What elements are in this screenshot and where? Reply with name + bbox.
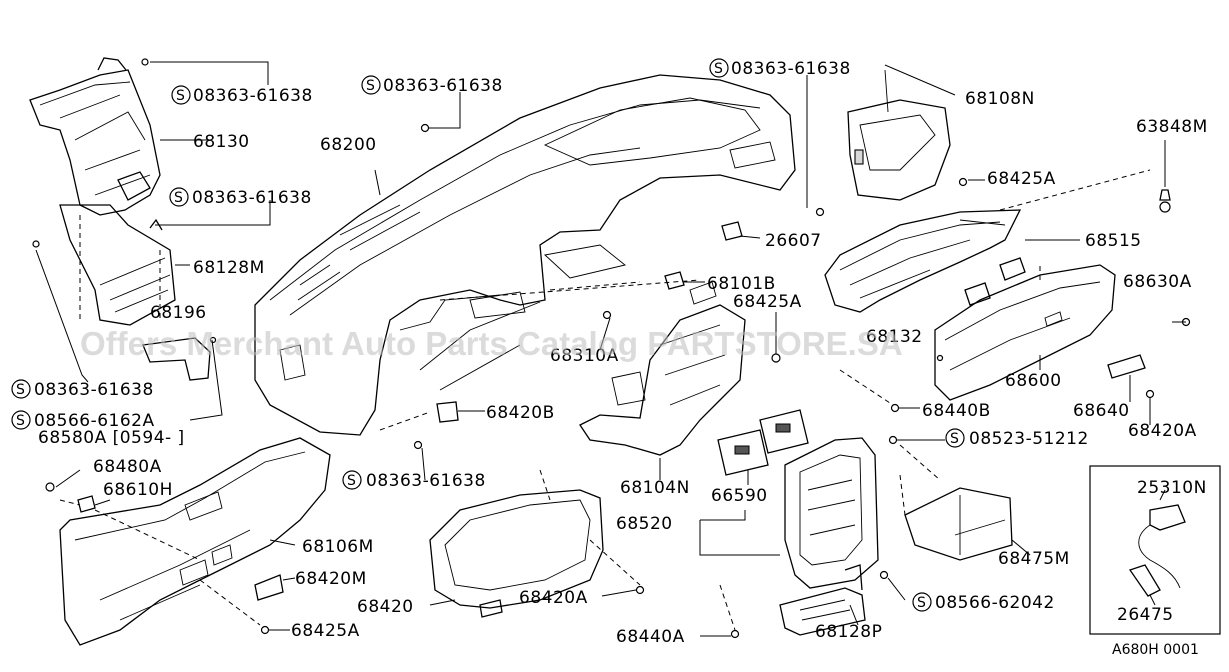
part-label: 68196 [150, 303, 207, 323]
clip-68101B-drawing [664, 271, 685, 290]
lamp-26607-drawing [721, 221, 743, 241]
lower-panel-68106M-drawing [59, 437, 331, 646]
s-mark-icon: S [709, 58, 729, 78]
part-label: 68630A [1123, 272, 1192, 292]
pocket-68475M-drawing [904, 487, 1013, 561]
svg-text:S: S [16, 382, 25, 398]
s-mark-icon: S [945, 428, 965, 448]
s-mark-icon: S [912, 592, 932, 612]
side-panel-68108N-drawing [847, 69, 951, 201]
s-mark-icon: S [361, 75, 381, 95]
part-label: 68420 [357, 597, 414, 617]
bracket-68640-drawing [1107, 354, 1146, 379]
leader-lines [35, 61, 1186, 637]
clip-63848M-drawing [1159, 189, 1171, 213]
part-label: 68425A [987, 169, 1056, 189]
part-label: 68420A [519, 588, 588, 608]
part-label: 25310N [1137, 478, 1207, 498]
lower-bezel-68128P-drawing [779, 564, 866, 636]
instrument-panel-68200-drawing [254, 74, 796, 436]
bracket-68130-drawing [29, 57, 161, 216]
fasteners-left-drawing [45, 482, 96, 513]
figure-code: A680H 0001 [1112, 642, 1199, 658]
part-label: 68101B [707, 274, 776, 294]
part-label: 68515 [1085, 231, 1142, 251]
console-bracket-68104N-drawing [579, 281, 746, 456]
frame-68132-drawing [824, 209, 1022, 313]
part-label: 68128M [193, 258, 265, 278]
part-label: 08363-61638 [366, 471, 486, 491]
glove-box-68600-drawing [934, 264, 1116, 401]
part-label: 68128P [815, 622, 882, 642]
s-mark-icon: S [11, 379, 31, 399]
part-label: 68425A [291, 621, 360, 641]
inset-box-drawing [1089, 465, 1221, 635]
s-mark-icon: S [11, 410, 31, 430]
part-label: 26607 [765, 231, 822, 251]
part-label: 68200 [320, 135, 377, 155]
part-label: 68420A [1128, 421, 1197, 441]
svg-text:S: S [176, 88, 185, 104]
part-label: 68440B [922, 401, 991, 421]
part-label: 68104N [620, 478, 690, 498]
part-label: 68440A [616, 627, 685, 647]
s-mark-icon: S [342, 470, 362, 490]
part-label: 68520 [616, 514, 673, 534]
svg-text:S: S [174, 190, 183, 206]
part-labels: 08363-61638 08363-61638 08363-61638 0836… [34, 59, 1208, 658]
part-label: 08363-61638 [193, 86, 313, 106]
svg-text:S: S [366, 78, 375, 94]
svg-text:S: S [950, 431, 959, 447]
part-label: 68420B [486, 403, 555, 423]
s-mark-icon: S [169, 187, 189, 207]
switches-66590-drawing [717, 409, 809, 476]
part-label: 68420M [295, 569, 367, 589]
svg-text:S: S [16, 413, 25, 429]
part-label: 08566-6162A [34, 411, 155, 431]
svg-text:S: S [714, 61, 723, 77]
part-label: 68108N [965, 89, 1035, 109]
part-label: 68610H [103, 480, 173, 500]
watermark: Offers Merchant Auto Parts Catalog PARTS… [80, 325, 903, 362]
s-marks: S S S S S S S S S [11, 58, 965, 612]
part-label: 08523-51212 [969, 429, 1089, 449]
part-label: 08363-61638 [192, 188, 312, 208]
svg-text:S: S [347, 473, 356, 489]
bracket-68128M-drawing [32, 204, 176, 326]
part-label: 08566-62042 [935, 593, 1055, 613]
part-label: 08363-61638 [34, 380, 154, 400]
part-label: 66590 [711, 486, 768, 506]
cluster-lid-68420-drawing [429, 489, 604, 618]
part-label: 68640 [1073, 401, 1130, 421]
part-label: 68600 [1005, 371, 1062, 391]
part-label: 68106M [302, 537, 374, 557]
part-label: 68475M [998, 549, 1070, 569]
part-label: 63848M [1136, 117, 1208, 137]
part-label: 68480A [93, 457, 162, 477]
part-label: 68310A [550, 346, 619, 366]
s-mark-icon: S [171, 85, 191, 105]
part-label: 26475 [1117, 605, 1174, 625]
part-label: 68580A [0594- ] [38, 428, 185, 448]
part-label: 68132 [866, 327, 923, 347]
dashed-guides [59, 169, 1151, 631]
part-label: 68130 [193, 132, 250, 152]
parts-68515-drawing [964, 257, 1026, 306]
svg-text:S: S [917, 595, 926, 611]
center-bezel-68520-drawing [784, 437, 879, 589]
part-label: 08363-61638 [383, 76, 503, 96]
part-label: 08363-61638 [731, 59, 851, 79]
part-label: 68425A [733, 292, 802, 312]
clip-68420B-drawing [436, 401, 459, 423]
